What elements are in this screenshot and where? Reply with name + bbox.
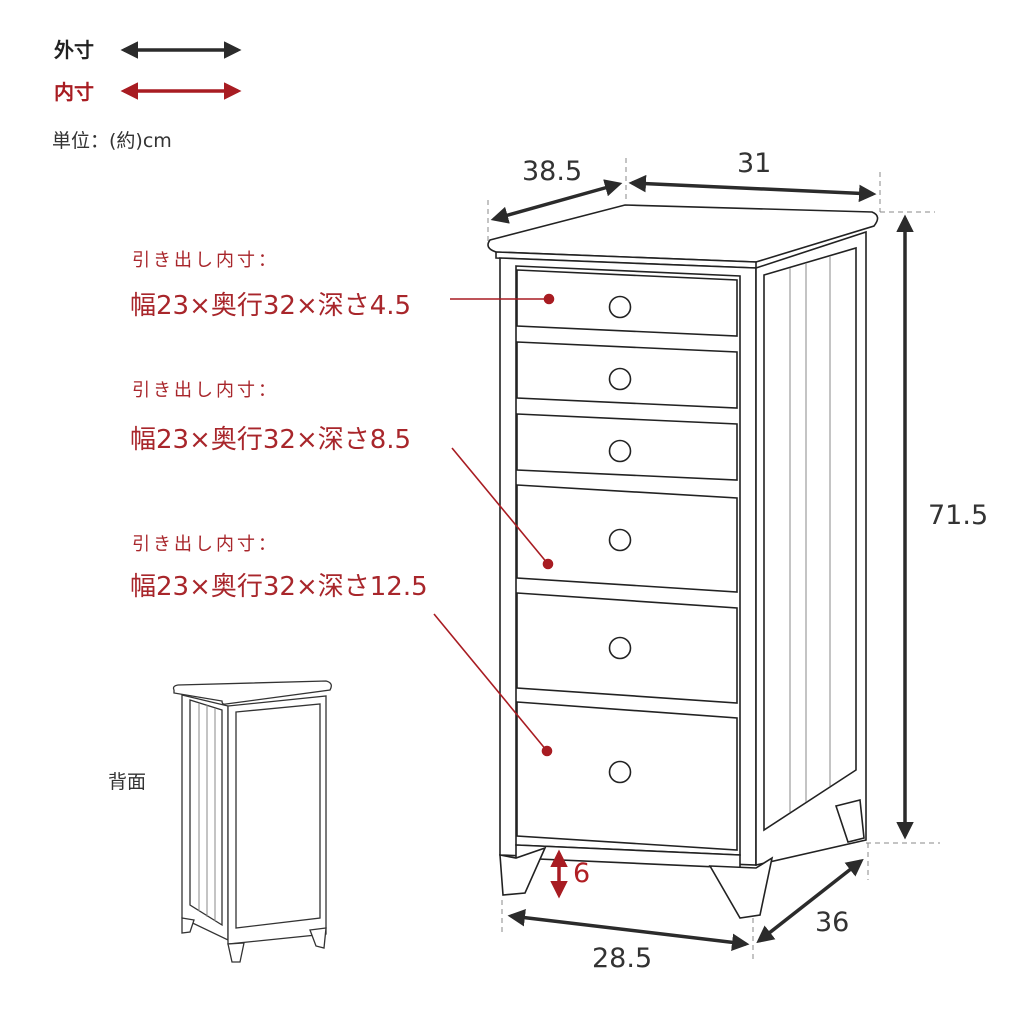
drawer-note-3-title: 引き出し内寸： <box>132 534 279 555</box>
dim-leg-height: 6 <box>573 858 591 889</box>
rear-view-drawing <box>172 680 332 963</box>
dim-height: 71.5 <box>928 500 989 531</box>
drawer-note-1-title: 引き出し内寸： <box>132 250 279 271</box>
legend-outer-label: 外寸 <box>54 38 94 62</box>
extension-lines <box>487 158 940 960</box>
drawer-leader-lines <box>433 293 555 757</box>
dim-top-width: 31 <box>737 148 772 179</box>
drawer-note-3-dims: 幅23×奥行32×深さ12.5 <box>130 572 428 602</box>
drawer-note-2-title: 引き出し内寸： <box>132 380 279 401</box>
rear-view-label: 背面 <box>108 771 147 793</box>
outer-dimension-arrows <box>490 174 914 952</box>
unit-label: 単位：(約)cm <box>52 130 172 152</box>
drawer-note-1-dims: 幅23×奥行32×深さ4.5 <box>130 291 412 321</box>
legend-inner-label: 内寸 <box>54 80 94 104</box>
chest-front-view <box>487 204 879 919</box>
drawer-note-2-dims: 幅23×奥行32×深さ8.5 <box>130 425 412 455</box>
